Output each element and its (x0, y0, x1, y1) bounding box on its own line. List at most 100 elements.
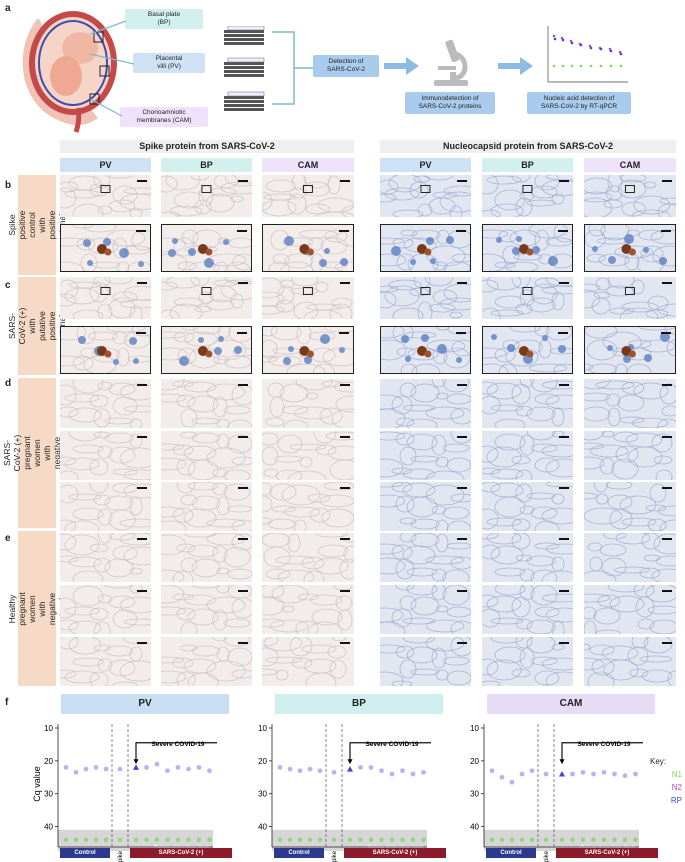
micrograph-tile (262, 585, 354, 634)
rp-point (144, 765, 149, 770)
scale-bar (340, 436, 350, 438)
micrograph-tile (262, 277, 354, 319)
y-tick-label: 20 (258, 757, 267, 766)
micrograph-tile (161, 637, 252, 686)
scale-bar (559, 487, 569, 489)
scale-bar (137, 384, 147, 386)
n1-point (117, 837, 123, 842)
scale-bar (457, 436, 467, 438)
rp-point (368, 765, 374, 770)
legend-n2: N2 (671, 783, 682, 792)
scale-bar (137, 590, 147, 592)
control-group-label: Control (60, 848, 110, 858)
scale-bar (558, 332, 568, 334)
immunodetection-box: Immunodetection of SARS-CoV-2 proteins (405, 92, 495, 114)
plot-title: PV (61, 694, 229, 714)
rp-point (410, 771, 416, 777)
n1-point (165, 837, 170, 842)
micrograph-tile (60, 533, 151, 582)
scale-bar (137, 487, 147, 489)
n1-point (389, 837, 395, 842)
rp-point (389, 771, 395, 777)
scale-bar (340, 180, 350, 182)
scale-bar (662, 436, 672, 438)
scale-bar (457, 487, 467, 489)
n1-point (331, 837, 337, 842)
n1-point (509, 837, 515, 842)
severe-covid-label: Severe COVID-19 (151, 741, 204, 748)
n1-point (612, 837, 617, 842)
micrograph-tile (161, 431, 252, 480)
rp-point-severe (133, 764, 139, 770)
n1-point (410, 837, 416, 842)
micrograph-tile (380, 482, 471, 531)
scale-bar (339, 332, 349, 334)
micrograph-zoom (262, 224, 354, 272)
scale-bar (137, 436, 147, 438)
rp-point (307, 766, 313, 772)
scale-bar (238, 436, 248, 438)
n1-point (186, 837, 191, 842)
n1-point (580, 837, 586, 842)
n1-point (144, 837, 149, 842)
plot-title: CAM (487, 694, 655, 714)
rp-point (154, 761, 160, 767)
scale-bar (457, 180, 467, 182)
n1-point (103, 837, 109, 842)
micrograph-zoom (161, 326, 252, 374)
nucleocapsid-protein-header: Nucleocapsid protein from SARS-CoV-2 (380, 140, 676, 153)
scale-bar (559, 180, 569, 182)
scale-bar (136, 332, 146, 334)
rp-point (207, 768, 212, 774)
mini-rtqpcr-chart (547, 26, 628, 83)
n1-point (559, 837, 565, 842)
micrograph-tile (584, 379, 676, 428)
basal-plate-label: Basal plate (BP) (125, 9, 203, 29)
legend-n1: N1 (671, 770, 682, 779)
scale-bar (137, 282, 147, 284)
micrograph-zoom (380, 224, 471, 272)
n1-point (489, 837, 495, 842)
scale-bar (238, 384, 248, 386)
y-tick-label: 40 (258, 823, 267, 832)
micrograph-zoom (60, 326, 151, 374)
column-header-bp: BP (161, 158, 252, 172)
scale-bar (340, 487, 350, 489)
rp-point (277, 765, 283, 770)
scale-bar (339, 230, 349, 232)
y-tick-label: 10 (44, 724, 53, 733)
micrograph-tile (161, 379, 252, 428)
n1-point (633, 837, 638, 842)
n1-point (400, 837, 405, 842)
scale-bar (662, 642, 672, 644)
micrograph-tile (380, 379, 471, 428)
chorioamniotic-label: Chorioamniotic membranes (CAM) (120, 107, 208, 127)
microscope-icon (434, 39, 468, 86)
micrograph-zoom (482, 326, 573, 374)
region-connectors (90, 20, 135, 117)
scale-bar (238, 487, 248, 489)
micrograph-tile (262, 637, 354, 686)
panel-label-b: b (5, 180, 12, 191)
n1-point (83, 837, 89, 842)
rp-point (570, 771, 575, 777)
y-tick-label: 40 (470, 823, 479, 832)
rp-point (509, 779, 515, 785)
micrograph-tile (60, 585, 151, 634)
n1-point (73, 837, 79, 842)
spike-label: Spike (544, 850, 550, 862)
panel-label-d: d (5, 378, 12, 389)
rp-point (379, 768, 384, 774)
arrow-icon (347, 759, 353, 765)
panel-label-a: a (5, 3, 11, 14)
control-group-label: Control (274, 848, 324, 858)
rp-point-severe (559, 771, 565, 777)
arrow-right-icon (498, 57, 533, 75)
rp-point (622, 773, 628, 779)
spike-label: Spike (118, 850, 124, 862)
scale-bar (662, 180, 672, 182)
rp-point (400, 768, 405, 774)
micrograph-tile (161, 277, 252, 319)
rp-point (93, 765, 99, 770)
scale-bar (340, 642, 350, 644)
